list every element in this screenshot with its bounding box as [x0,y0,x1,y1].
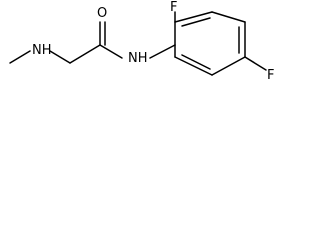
bond-aromatic-inner-1 [181,17,211,27]
bond-ring-fluorine-right [244,56,267,71]
bond-aromatic-inner-3 [181,54,211,70]
bond-ch2-carbonyl [69,44,101,64]
amide-nh-label: NH [128,51,148,66]
bond-nh-ring [149,44,176,59]
bond-ring-c2-c3 [174,11,213,23]
canvas-background [0,0,286,107]
bond-methyl-nh [9,50,31,64]
bond-nh-ch2 [49,50,71,64]
bond-ring-c3-c4 [211,11,246,23]
fluorine-right-label: F [267,68,274,83]
molecule-structure: NH O NH F F [0,0,286,107]
bond-carbonyl-nh [99,44,123,59]
bond-ring-c6-c1 [174,56,213,76]
amine-nh-label: NH [32,43,52,58]
oxygen-label: O [97,6,107,21]
fluorine-top-label: F [170,0,177,15]
bond-ring-c5-c6 [211,56,246,76]
